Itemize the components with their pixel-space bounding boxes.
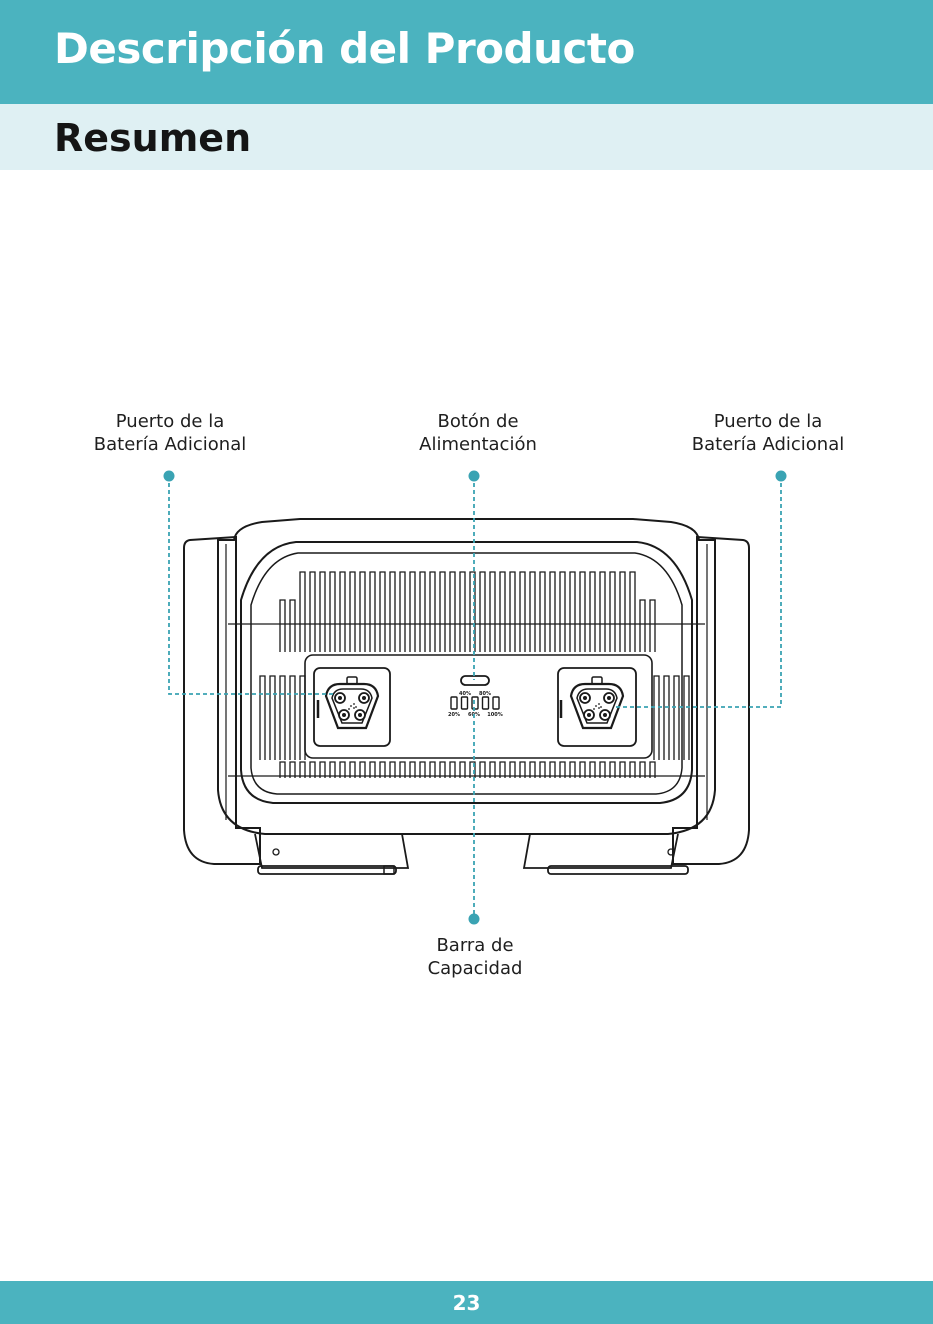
callout-capacity-bar-line1: Barra de (375, 934, 575, 957)
grille-fin (654, 676, 659, 760)
grille-fin (630, 572, 635, 652)
grille-fin (320, 572, 325, 652)
grille-fin (270, 676, 275, 760)
grille-fin (360, 572, 365, 652)
battery-port-connector (326, 677, 378, 728)
left-port-housing (314, 668, 390, 746)
grille-fin (560, 572, 565, 652)
callout-right-port: Puerto de la Batería Adicional (668, 410, 868, 456)
grille-fin (400, 572, 405, 652)
grille-fin (570, 572, 575, 652)
grille-fin (650, 600, 655, 652)
grille-fin (280, 676, 285, 760)
capacity-label-20: 20% (448, 712, 460, 718)
grille-fin (280, 600, 285, 652)
grille-fin (590, 572, 595, 652)
grille-fin (640, 600, 645, 652)
grille-fin (380, 572, 385, 652)
grille-fin (410, 572, 415, 652)
power-button (461, 676, 489, 685)
dot-right-port (776, 471, 787, 482)
callout-power-button: Botón de Alimentación (378, 410, 578, 456)
grille-fin (490, 572, 495, 652)
capacity-label-100: 100% (487, 712, 502, 718)
grille-fin (350, 572, 355, 652)
grille-fin (520, 572, 525, 652)
callout-right-port-line2: Batería Adicional (668, 433, 868, 456)
capacity-label-80: 80% (479, 691, 491, 697)
grille-fin (330, 572, 335, 652)
capacity-cell (483, 697, 489, 709)
grille-fin (460, 572, 465, 652)
callout-capacity-bar-line2: Capacidad (375, 957, 575, 980)
grille-fin (420, 572, 425, 652)
dot-power-button (469, 471, 480, 482)
callout-left-port: Puerto de la Batería Adicional (70, 410, 270, 456)
grille-fin (674, 676, 679, 760)
grille-fin (500, 572, 505, 652)
battery-port-connector (571, 677, 623, 728)
capacity-cell (472, 697, 478, 709)
grille-fin (600, 572, 605, 652)
page-number: 23 (0, 1291, 933, 1315)
grille-fin (300, 572, 305, 652)
capacity-bar: 40% 80% 20% 60% 100% (448, 691, 503, 718)
grille-fin (620, 572, 625, 652)
grille-fin (370, 572, 375, 652)
callout-power-button-line1: Botón de (378, 410, 578, 433)
grille-fin (684, 676, 689, 760)
grille-fin (480, 572, 485, 652)
capacity-cell (451, 697, 457, 709)
grille-fin (450, 572, 455, 652)
grille-fin (290, 600, 295, 652)
callout-left-port-line1: Puerto de la (70, 410, 270, 433)
callout-right-port-line1: Puerto de la (668, 410, 868, 433)
grille-fin (550, 572, 555, 652)
grille-fin (510, 572, 515, 652)
grille-fin (430, 572, 435, 652)
left-handle (184, 537, 260, 864)
capacity-label-40: 40% (459, 691, 471, 697)
grille-fin (540, 572, 545, 652)
callout-capacity-bar: Barra de Capacidad (375, 934, 575, 980)
grille-fin (440, 572, 445, 652)
callout-left-port-line2: Batería Adicional (70, 433, 270, 456)
callout-power-button-line2: Alimentación (378, 433, 578, 456)
grille-fin (580, 572, 585, 652)
grille-fin (310, 572, 315, 652)
grille-fin (290, 676, 295, 760)
grille-fin (390, 572, 395, 652)
dot-capacity-bar (469, 914, 480, 925)
capacity-cell (493, 697, 499, 709)
base (255, 834, 408, 868)
footer-band: 23 (0, 1281, 933, 1324)
grille-fin (340, 572, 345, 652)
grille-fin (530, 572, 535, 652)
dot-left-port (164, 471, 175, 482)
grille-fin (610, 572, 615, 652)
capacity-cell (462, 697, 468, 709)
grille-fin (260, 676, 265, 760)
grille-fin (664, 676, 669, 760)
